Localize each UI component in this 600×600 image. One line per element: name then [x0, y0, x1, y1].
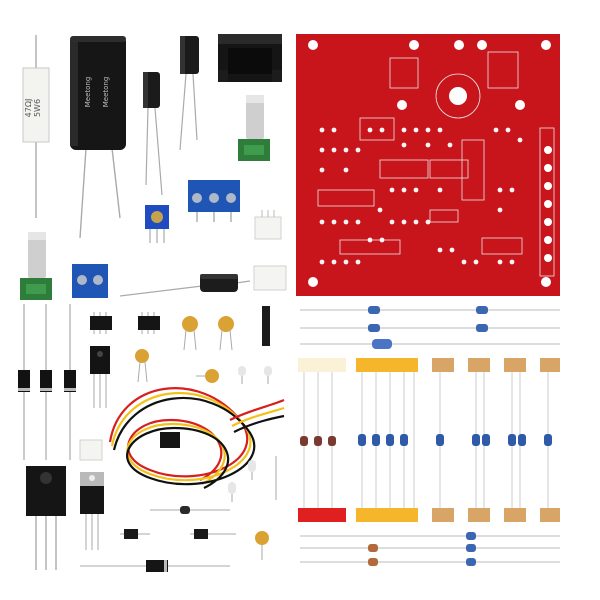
- resistor-tape-cream: [298, 358, 346, 522]
- loose-resistors-bottom: [300, 532, 560, 566]
- terminal-block-3pin: [188, 180, 240, 222]
- connector-header-2: [253, 265, 287, 291]
- dip-ic-1: [90, 312, 112, 334]
- axial-diode-bottom: [80, 560, 230, 572]
- resistor-label-line2: 47ΩJ: [24, 99, 33, 118]
- to220-regulator: [80, 472, 104, 550]
- resistor-tape-tan-4: [540, 358, 560, 522]
- ceramic-capacitor-4: [196, 369, 219, 383]
- resistor-tape-tan-2: [468, 358, 490, 522]
- wire-connector: [79, 439, 103, 461]
- resistor-label-line1: 5W6: [33, 99, 42, 117]
- capacitor-brand-1: Meetong: [84, 77, 92, 108]
- rectifier-diodes: [18, 304, 76, 460]
- resistor-tape-yellow: [356, 358, 418, 522]
- trimmer-potentiometer: [145, 205, 169, 243]
- connector-header-1: [254, 210, 282, 240]
- led-4: [228, 482, 236, 502]
- potentiometer-top: [238, 95, 270, 161]
- cement-power-resistor: 5W6 47ΩJ: [22, 35, 50, 218]
- horizontal-electrolytic-capacitor: [119, 274, 251, 297]
- to3p-power-transistor: [26, 466, 66, 570]
- resistor-tape-tan-1: [432, 358, 454, 522]
- to126-transistor: [90, 346, 110, 408]
- dip-ic-3: [160, 432, 180, 448]
- ceramic-capacitor-1: [182, 316, 198, 351]
- terminal-block-2pin: [72, 264, 108, 298]
- dip-ic-2: [138, 312, 160, 334]
- small-diode-2: [190, 529, 236, 539]
- resistor-tape-tan-3: [504, 358, 526, 522]
- led-1: [238, 366, 246, 384]
- wire-harness: [108, 387, 285, 489]
- led-2: [264, 366, 272, 384]
- loose-resistors-top: [300, 306, 560, 349]
- red-pcb-board: [296, 34, 560, 296]
- ceramic-capacitor-5: [255, 531, 269, 560]
- pin-header: [262, 306, 270, 346]
- large-electrolytic-capacitor: Meetong Meetong: [70, 36, 126, 239]
- capacitor-brand-2: Meetong: [102, 77, 110, 108]
- small-electrolytic-capacitor-2: [179, 36, 199, 151]
- heatsink: [218, 34, 282, 82]
- led-3: [248, 460, 256, 480]
- resistor-bottom-left: [150, 506, 230, 514]
- small-diode-1: [120, 529, 150, 539]
- small-electrolytic-capacitor-1: [143, 72, 163, 196]
- ceramic-capacitor-3: [135, 349, 149, 383]
- pcb-pads: [319, 127, 523, 265]
- ceramic-capacitor-2: [218, 316, 234, 351]
- potentiometer-left: [20, 232, 52, 300]
